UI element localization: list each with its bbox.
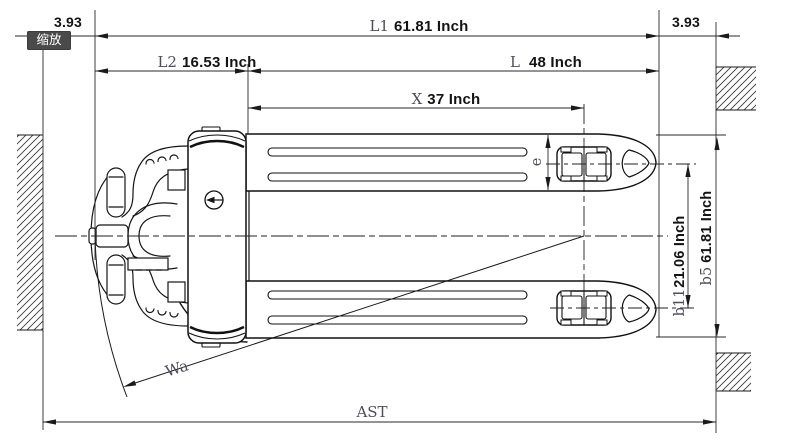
right-wall-bottom — [716, 352, 751, 392]
left-wall — [17, 134, 43, 331]
fork-top — [245, 133, 657, 192]
center-lines — [55, 104, 696, 309]
dim-gap-right: 3.93 — [671, 14, 701, 30]
steer-wheel-top — [106, 167, 126, 218]
steer-wheel-bottom — [106, 254, 126, 305]
dimension-lines — [15, 10, 740, 433]
wa-radius-line — [125, 235, 585, 387]
turning-radius-arc — [94, 235, 128, 398]
dim-e: e — [529, 157, 545, 167]
chassis-body — [187, 126, 247, 348]
dim-l: L 48 Inch — [509, 53, 583, 71]
dim-l2: L2 16.53 Inch — [157, 53, 257, 71]
right-wall-top — [716, 66, 756, 111]
dim-gap-left: 3.93 — [53, 14, 83, 30]
dimension-arrows — [30, 33, 729, 425]
dim-ast: AST — [356, 403, 388, 421]
zoom-badge[interactable]: 缩放 — [27, 31, 71, 50]
dim-l1: L1 61.81 Inch — [369, 17, 469, 35]
lift-point-symbol — [204, 190, 224, 210]
dim-b11: b11 21.06 Inch — [672, 215, 688, 317]
dim-b5: b5 61.81 Inch — [699, 190, 715, 286]
dim-x: X 37 Inch — [411, 90, 481, 108]
